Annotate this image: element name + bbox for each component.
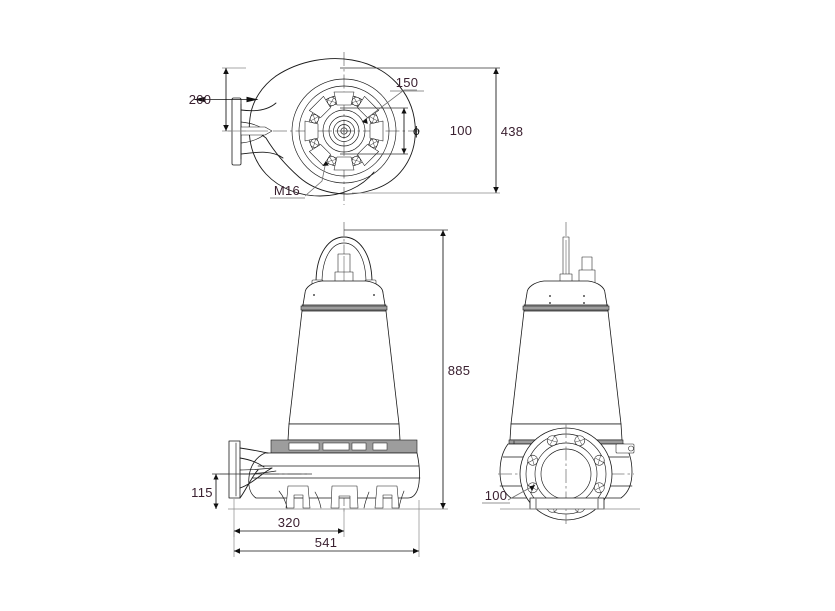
cover-screw-d: [583, 295, 585, 297]
motor-top-cover: [301, 280, 387, 312]
pump-feet-group: [278, 485, 405, 509]
dim-541: 541: [233, 500, 420, 557]
base-plate-side: [529, 497, 605, 510]
nameplate-cell-4: [372, 442, 388, 451]
discharge-flange-front: [228, 440, 277, 499]
dim-541-label: 541: [315, 535, 338, 550]
front-view: 885 115 320 541: [191, 222, 470, 557]
motor-top-band-side: [522, 305, 610, 311]
dim-100-side-label: 100: [485, 488, 508, 503]
motor-body: [288, 310, 400, 425]
side-view: 100: [482, 222, 640, 524]
motor-collar: [287, 423, 401, 441]
dim-320: 320: [233, 499, 345, 537]
discharge-flange-top-view: [231, 97, 284, 166]
volute-inner-ring-2: [298, 85, 390, 177]
dim-m16-label: M16: [274, 183, 300, 198]
dim-m16: M16: [270, 160, 329, 199]
dim-438: 438: [340, 67, 524, 194]
dim-200-label: 200: [189, 92, 212, 107]
hub-ring-mid: [328, 115, 360, 147]
cover-screw-a: [313, 294, 315, 296]
volute-inner-ring: [291, 78, 397, 184]
cable-gland-side: [578, 256, 596, 285]
volute-outer-contour: [257, 58, 416, 195]
dim-885: 885: [344, 229, 471, 509]
dim-100-top-label: 100: [450, 123, 473, 138]
bolt-head-group: [309, 96, 379, 166]
nameplate-cell-3: [351, 442, 367, 451]
phi-symbol: ϕ: [413, 124, 420, 138]
foot-left: [285, 485, 311, 509]
hub-ring-inner: [333, 120, 355, 142]
cover-screw-f: [583, 302, 585, 304]
motor-top-cover-side: [523, 280, 609, 312]
cover-screw-e: [549, 302, 551, 304]
dim-438-label: 438: [501, 124, 524, 139]
dim-320-label: 320: [278, 515, 301, 530]
top-view: 200 438 ϕ 100 150: [189, 52, 524, 205]
dim-885-label: 885: [448, 363, 471, 378]
foot-fillet-midl: [314, 491, 322, 509]
motor-body-side: [510, 310, 622, 425]
dim-150: 150: [361, 75, 424, 124]
foot-right: [374, 485, 400, 509]
dim-150-label: 150: [396, 75, 419, 90]
volute-outer-contour-lower: [248, 75, 375, 197]
dim-115: 115: [191, 473, 312, 509]
dim-100-side: 100: [482, 484, 536, 504]
dim-115-label: 115: [191, 485, 213, 500]
motor-top-band: [300, 305, 388, 311]
oil-plug-side: [615, 443, 635, 454]
nameplate-cell-2: [322, 442, 350, 451]
nameplate-cell-1: [288, 442, 320, 451]
cover-screw-c: [549, 295, 551, 297]
hub-ring-outer: [322, 109, 366, 153]
cooling-vane-group: [304, 91, 384, 171]
dim-100-top: ϕ 100: [340, 107, 473, 155]
cover-screw-b: [373, 294, 375, 296]
foot-fillet-left: [278, 490, 288, 509]
dim-200: 200: [189, 67, 259, 132]
foot-center: [330, 485, 359, 509]
foot-fillet-midr: [363, 491, 370, 509]
foot-fillet-right: [398, 490, 405, 509]
